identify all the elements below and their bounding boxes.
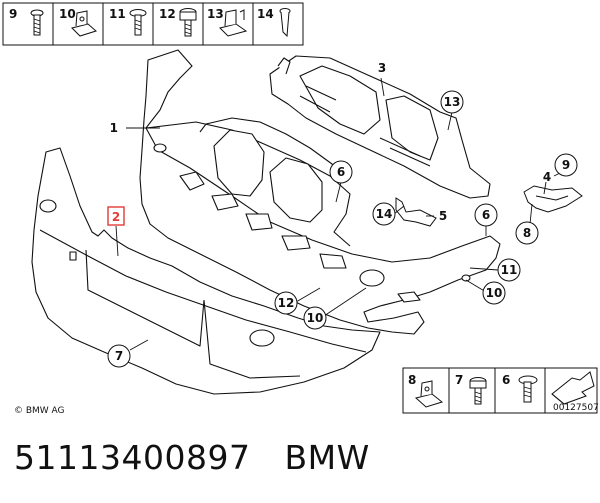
callout-8: 8 (523, 226, 531, 240)
callout-7: 7 (115, 349, 123, 363)
part-caption: 51113400897 BMW (14, 438, 370, 477)
expansion-rivet-14-icon (279, 8, 291, 38)
direction-arrow-icon (551, 371, 595, 405)
legend-label-13: 13 (207, 7, 224, 21)
legend-label-11: 11 (109, 7, 126, 21)
screw-6-icon (518, 375, 538, 403)
callout-12: 12 (278, 296, 295, 310)
legend-label-14: 14 (257, 7, 274, 21)
clip-nut-8-icon (414, 380, 444, 408)
bracket-part-5 (395, 197, 437, 227)
brand-name: BMW (284, 438, 370, 477)
lower-trim-part-7 (31, 147, 381, 395)
copyright-label: © BMW AG (14, 406, 65, 416)
fastener-legend-bottom (402, 367, 598, 414)
callout-6-upper: 6 (337, 165, 345, 179)
grille-carrier-part-3 (269, 55, 491, 199)
fastener-legend-top (2, 2, 304, 46)
callout-10-center: 10 (307, 311, 324, 325)
bumper-cover-part-1 (139, 49, 501, 335)
callout-3: 3 (378, 61, 386, 75)
legend-label-10: 10 (59, 7, 76, 21)
legend-label-9: 9 (9, 7, 17, 21)
legend-label-12: 12 (159, 7, 176, 21)
legend-label-6: 6 (502, 373, 510, 387)
part-number: 51113400897 (14, 438, 251, 477)
diagram-number: 00127507 (553, 403, 599, 413)
callout-2: 2 (112, 210, 120, 224)
callout-5: 5 (439, 209, 447, 223)
clip-nut-13-icon (219, 9, 248, 37)
callout-14: 14 (376, 207, 393, 221)
legend-label-7: 7 (455, 373, 463, 387)
highlighted-part-box (107, 206, 125, 226)
screw-11-icon (129, 9, 147, 36)
callout-1: 1 (110, 121, 118, 135)
bolt-7-icon (469, 377, 487, 405)
screw-9-icon (30, 9, 44, 36)
callout-11: 11 (501, 263, 518, 277)
callout-10-right: 10 (486, 286, 503, 300)
callout-9: 9 (562, 158, 570, 172)
bolt-12-icon (179, 8, 197, 37)
callout-13: 13 (444, 95, 461, 109)
callout-6-lower: 6 (482, 208, 490, 222)
clip-nut-10-icon (71, 10, 98, 37)
callout-4: 4 (543, 170, 551, 184)
bracket-part-4 (523, 185, 583, 213)
legend-label-8: 8 (408, 373, 416, 387)
